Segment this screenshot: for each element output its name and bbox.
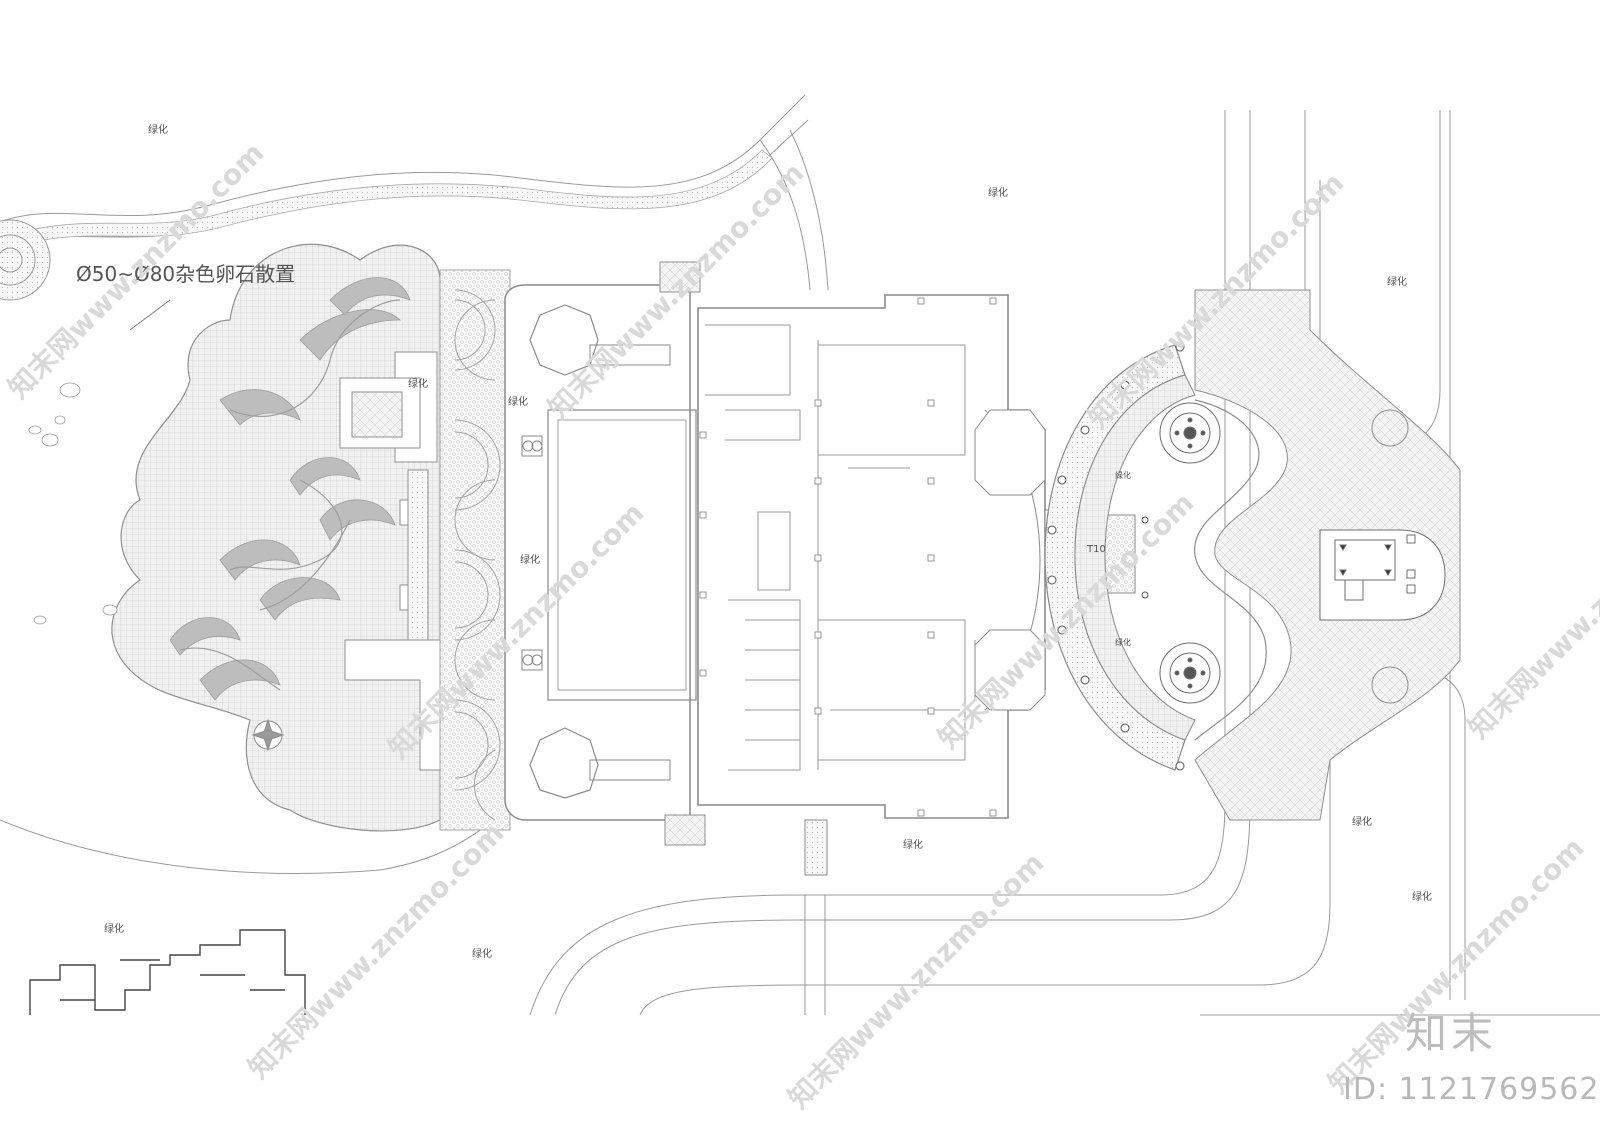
scattered-pebbles: [28, 382, 118, 625]
greening-label-13: 绿化: [1115, 637, 1131, 647]
step-mark-t10: T10: [1086, 544, 1106, 555]
left-roundabout: [0, 219, 51, 301]
greening-label-9: 绿化: [1412, 890, 1432, 903]
clubhouse-columns: [699, 297, 997, 817]
greening-label-8: 绿化: [1352, 815, 1372, 828]
greening-label-6: 绿化: [520, 553, 540, 566]
document-id: ID: 1121769562: [1343, 1072, 1600, 1107]
compass-rose-feature: [251, 718, 285, 752]
fountain-north: [1159, 402, 1221, 464]
watermark-7: 知末网www.znzmo.com: [242, 816, 511, 1085]
greening-label-7: 绿化: [903, 838, 923, 851]
greening-label-5: 绿化: [508, 395, 528, 408]
ornamental-scroll-stems: [179, 299, 401, 691]
roundel-planters: [1371, 409, 1409, 704]
checker-pads: [659, 261, 706, 846]
residential-block: [29, 929, 306, 1015]
greening-label-1: 绿化: [148, 123, 168, 136]
greening-label-4: 绿化: [408, 377, 428, 390]
paved-walkway: [29, 149, 773, 243]
pebble-note: Ø50~Ø80杂色卵石散置: [76, 262, 295, 286]
arc-plaza-lamps: [1047, 342, 1185, 771]
greening-label-10: 绿化: [104, 922, 124, 935]
pebble-ring-beds: [439, 269, 511, 831]
greening-label-11: 绿化: [472, 947, 492, 960]
greening-label-2: 绿化: [988, 186, 1008, 199]
pebble-leader-line: [129, 299, 171, 331]
west-planters: [339, 351, 456, 771]
greening-label-12: 绿化: [1115, 470, 1131, 480]
clubhouse-bays: [974, 409, 1046, 711]
pool-pavilion: [504, 284, 697, 821]
brand-logo: 知末: [1405, 1009, 1498, 1058]
fountain-south: [1159, 642, 1221, 704]
east-gate-pavilion: [1319, 529, 1446, 621]
ornamental-scroll-pattern: [169, 277, 411, 701]
watermark-6: 知末网www.znzmo.com: [1462, 476, 1600, 745]
wave-inner-band: [1194, 399, 1267, 741]
greening-label-3: 绿化: [1387, 275, 1407, 288]
east-arc-plaza: [1044, 344, 1196, 771]
watermark-8: 知末网www.znzmo.com: [782, 846, 1051, 1115]
